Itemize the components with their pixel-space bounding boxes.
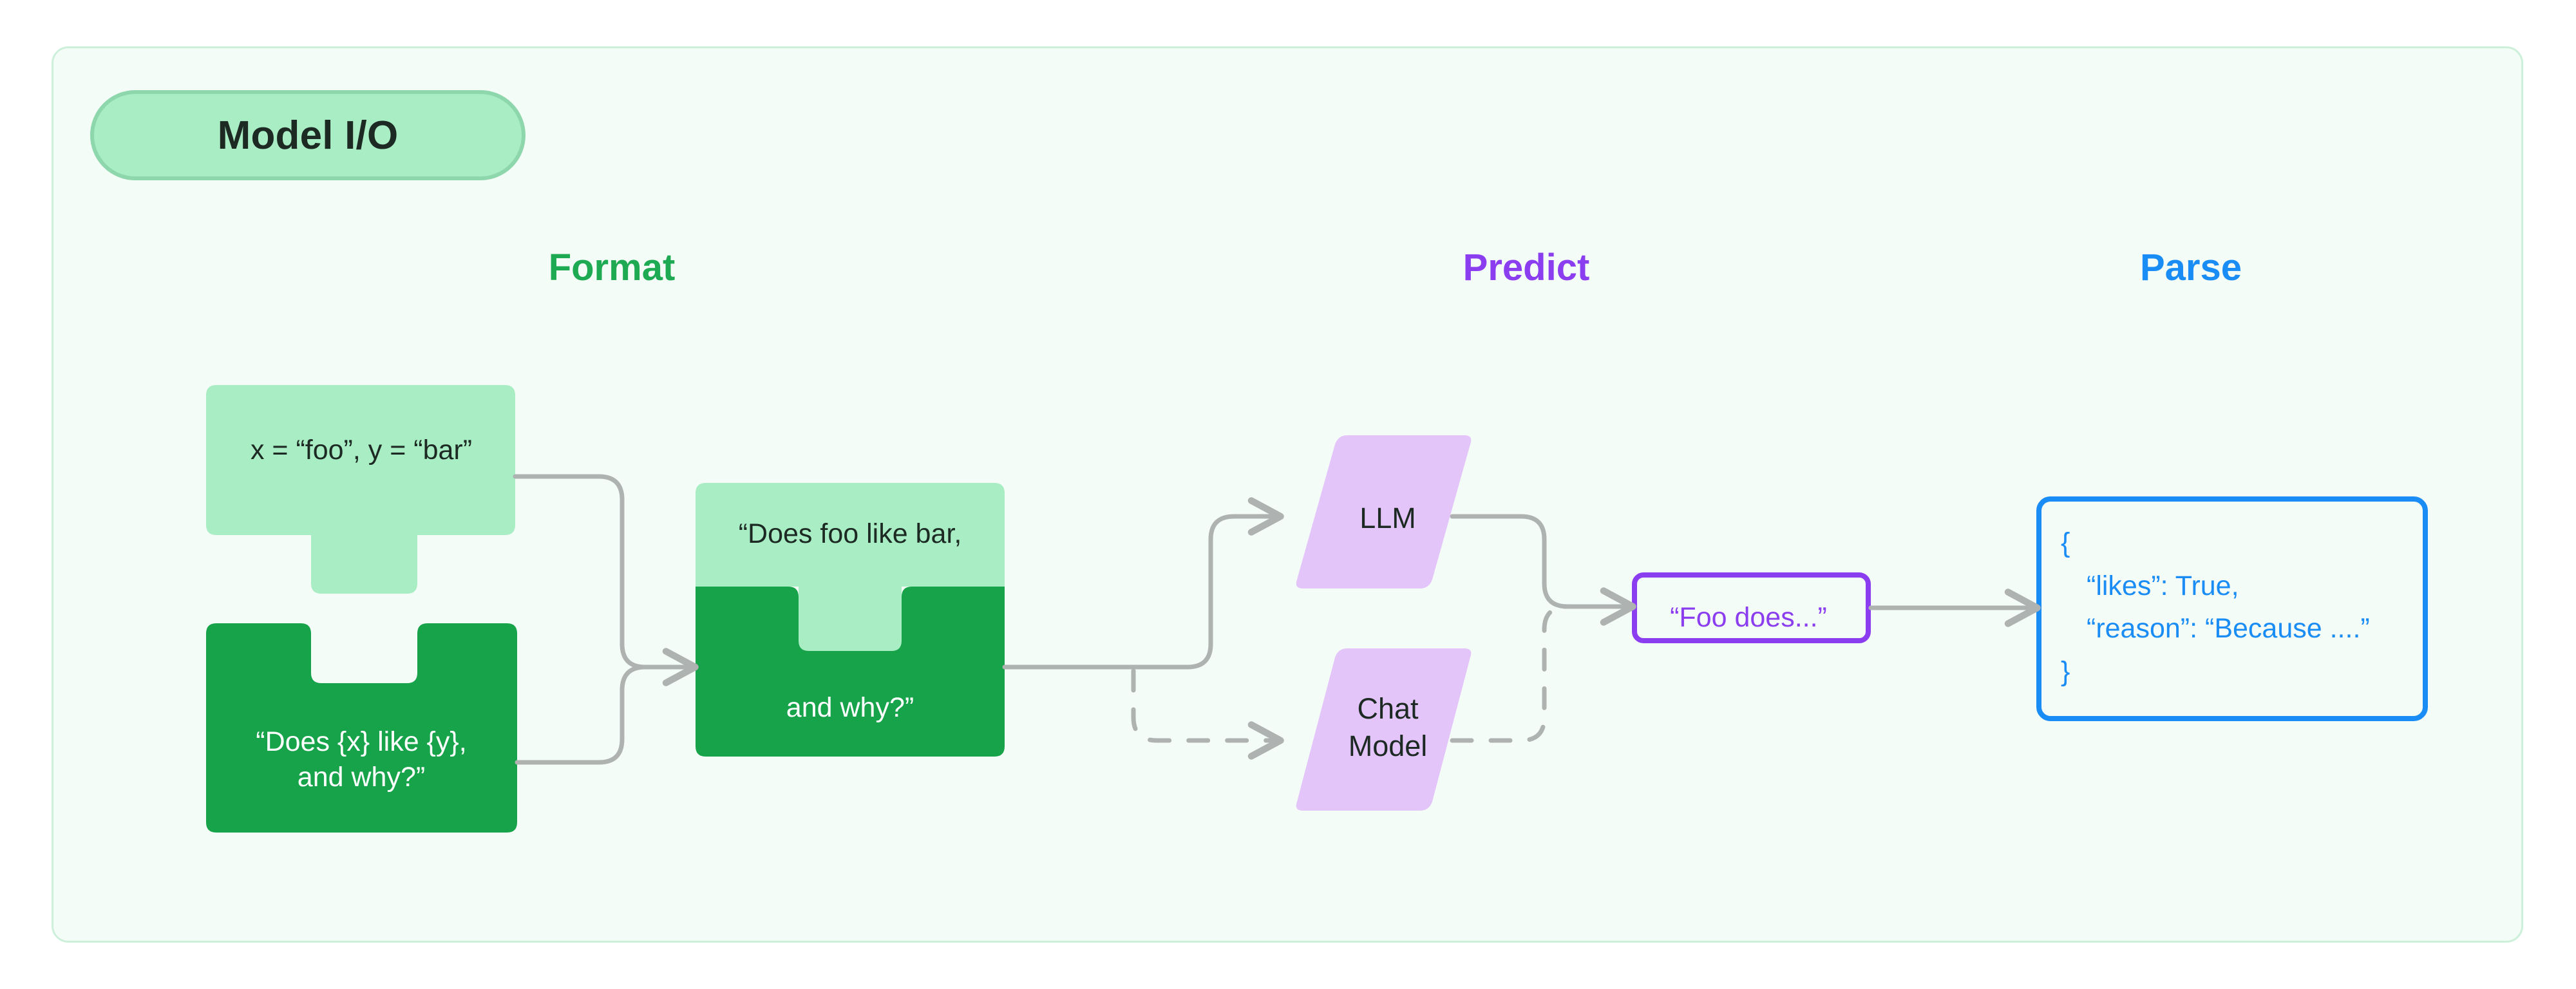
variables-puzzle-shape bbox=[206, 385, 515, 594]
connector-chat-model-to-output bbox=[1450, 604, 1593, 743]
combined-top-shape bbox=[696, 483, 1005, 651]
parsed-json-box-shape bbox=[2036, 496, 2428, 721]
connector-llm-to-output bbox=[1450, 514, 1593, 609]
connector-combined-to-chat-model bbox=[1131, 668, 1284, 760]
llm-parallelogram-shape bbox=[1296, 435, 1472, 589]
combined-bottom-shape bbox=[696, 587, 1005, 757]
model-io-badge-label: Model I/O bbox=[217, 113, 399, 158]
connector-combined-to-llm bbox=[1124, 497, 1284, 670]
connector-template-to-combined bbox=[515, 664, 672, 765]
column-header-format: Format bbox=[548, 247, 676, 288]
template-puzzle-shape bbox=[206, 623, 517, 833]
column-header-parse: Parse bbox=[2139, 247, 2242, 288]
chat-model-parallelogram-shape bbox=[1296, 648, 1472, 811]
model-output-box-shape bbox=[1632, 572, 1871, 643]
column-header-predict: Predict bbox=[1463, 247, 1590, 288]
model-io-badge: Model I/O bbox=[90, 90, 526, 180]
connector-variables-to-combined bbox=[513, 474, 672, 670]
